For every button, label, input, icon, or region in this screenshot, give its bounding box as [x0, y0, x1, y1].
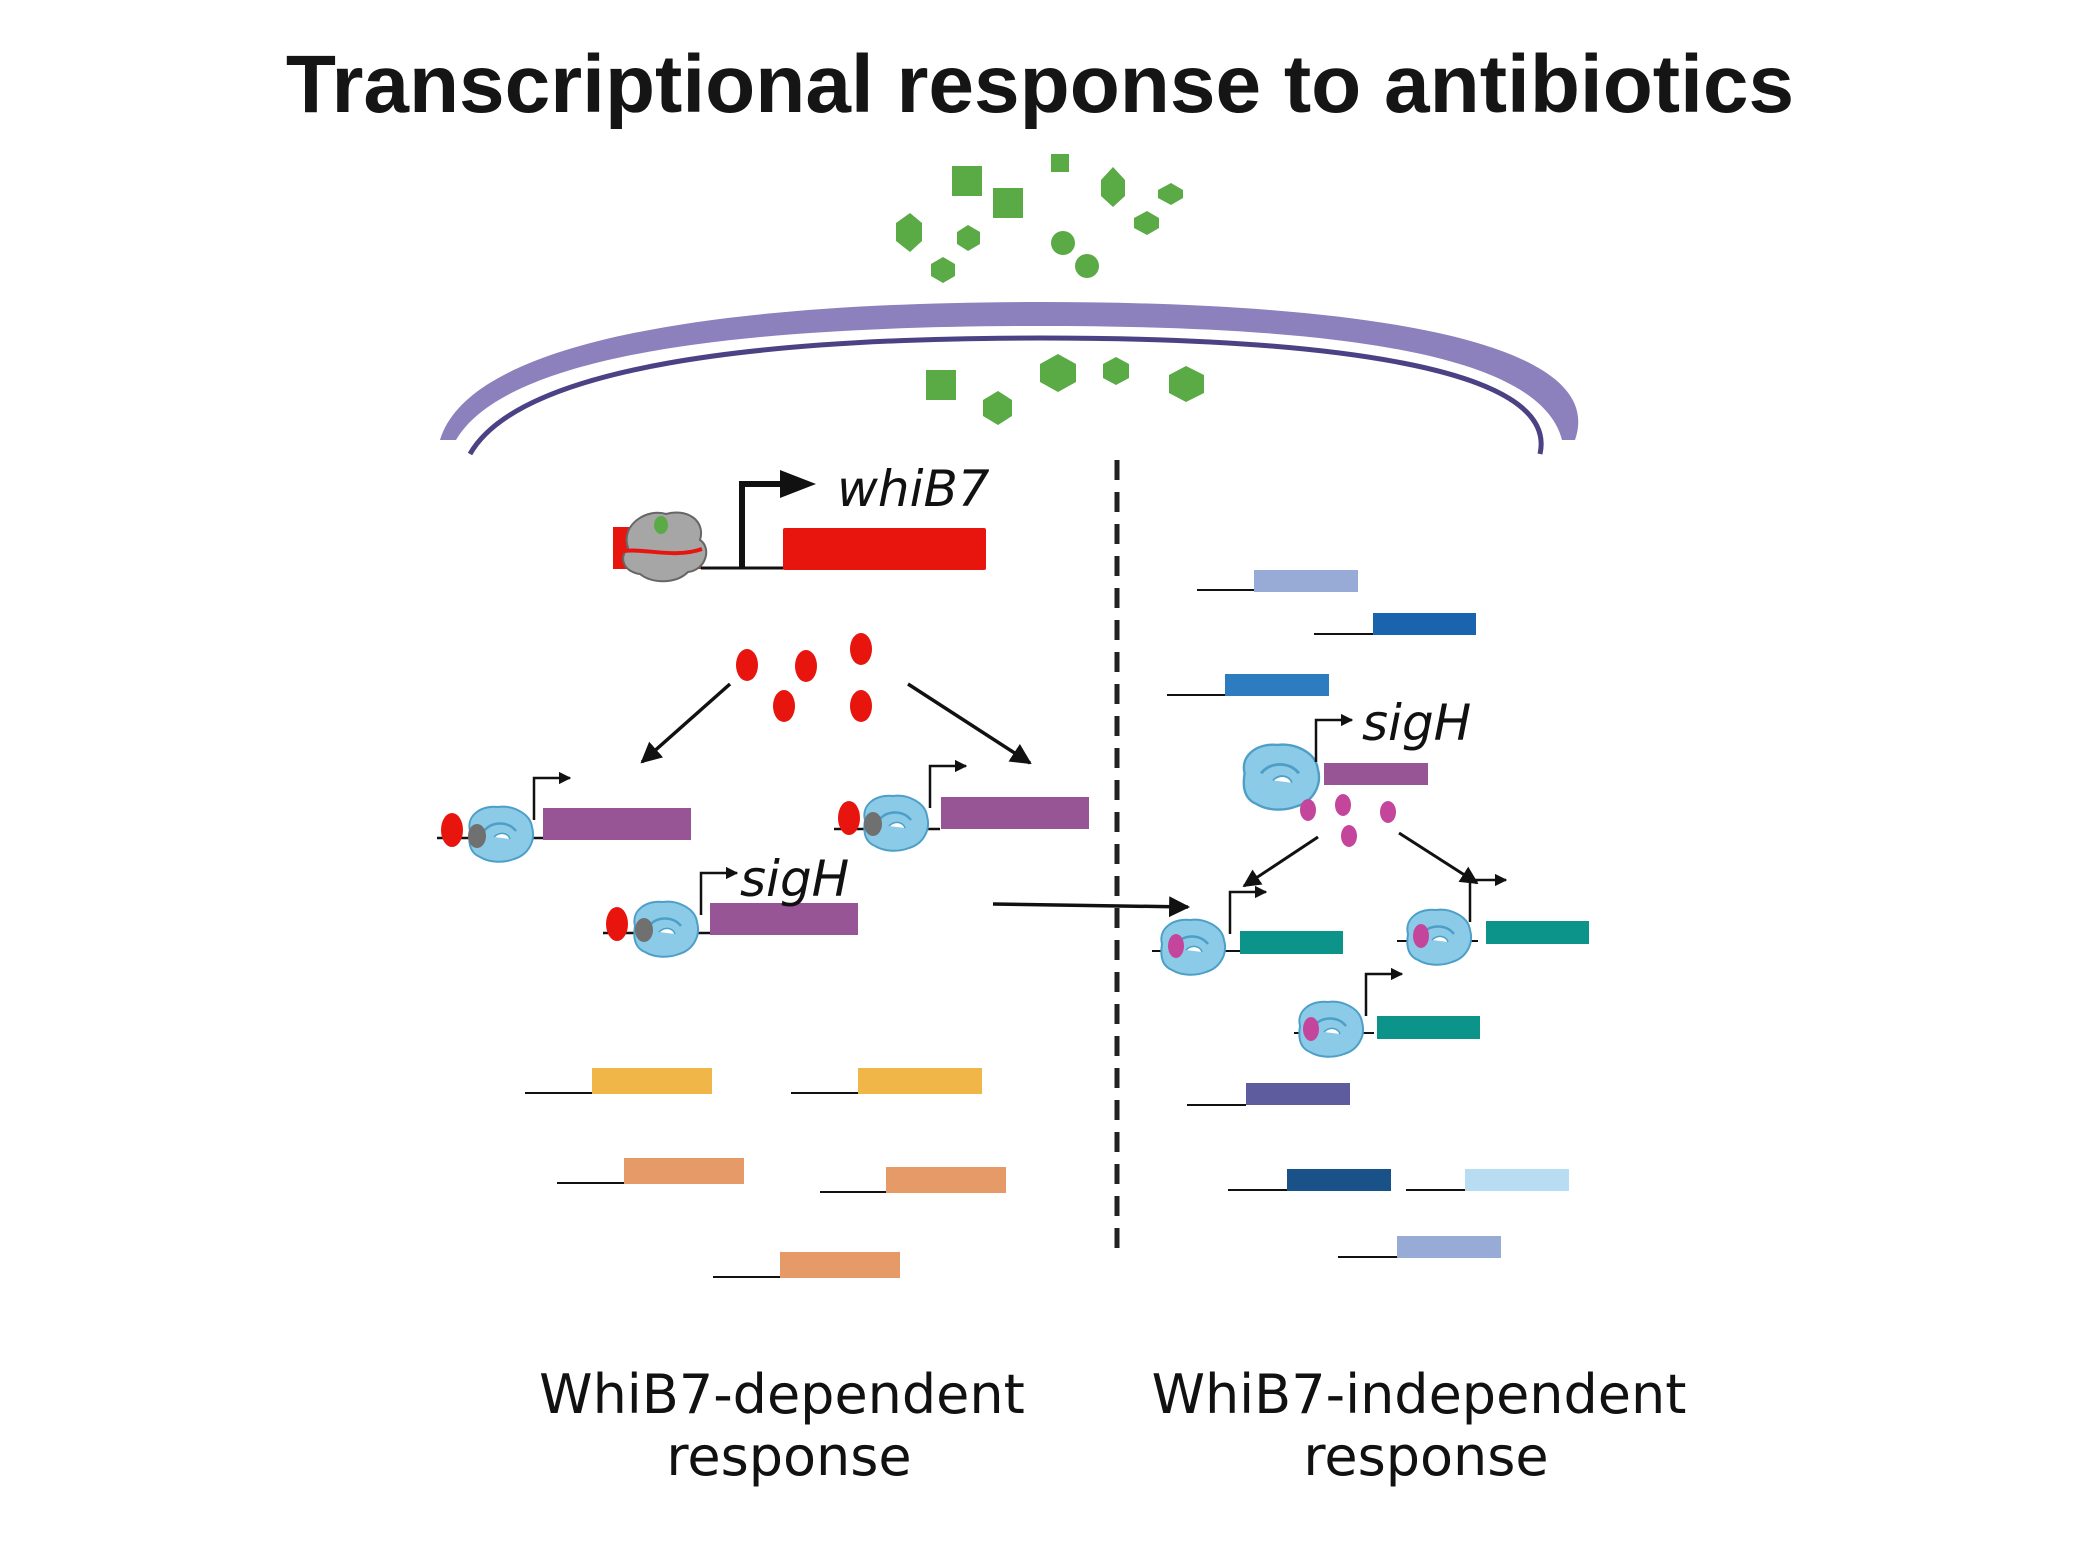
- antibiotic-hexagon: [896, 213, 922, 252]
- whiB7-locus: whiB7: [613, 460, 990, 583]
- gene-unit: [713, 1252, 900, 1278]
- sigH-protein: [1341, 825, 1357, 847]
- target-gene: [1377, 1016, 1480, 1039]
- gene-unit: [1187, 1083, 1350, 1106]
- whiB7-protein: [850, 690, 872, 722]
- page-title: Transcriptional response to antibiotics: [286, 39, 1794, 130]
- independent-caption-line2: response: [1303, 1425, 1548, 1488]
- whiB7-proteins: [736, 633, 872, 722]
- antibiotic-square: [926, 370, 956, 400]
- antibiotic-square: [993, 188, 1023, 218]
- sigH-label: sigH: [1362, 694, 1471, 752]
- antibiotic-hexagon: [1169, 366, 1204, 402]
- antibiotic-square: [1051, 154, 1069, 172]
- antibiotic-hexagon: [1103, 357, 1129, 385]
- antibiotic-hexagon: [931, 257, 955, 283]
- cell-membrane: [440, 302, 1579, 456]
- sigH-locus: sigH: [1242, 694, 1471, 812]
- whiB7-target-unit-1: [437, 778, 691, 864]
- gene-unit: [820, 1167, 1006, 1193]
- whiB7-protein: [795, 650, 817, 682]
- arrow-to-right-target: [907, 682, 1032, 765]
- promoter-arrow: [1230, 892, 1266, 934]
- antibiotic-square: [952, 166, 982, 196]
- sigH-protein: [1380, 801, 1396, 823]
- arrow-to-sigH-target-right: [1398, 831, 1479, 885]
- promoter-arrowhead: [780, 470, 816, 498]
- independent-caption-line1: WhiB7-independent: [1152, 1363, 1687, 1426]
- promoter-arrow: [739, 481, 782, 568]
- sigH-proteins: [1300, 794, 1396, 847]
- antibiotic-circle: [1075, 254, 1099, 278]
- whiB7-label: whiB7: [837, 460, 990, 518]
- intracellular-antibiotics: [926, 354, 1204, 425]
- sigH-target-unit-1: [1152, 892, 1343, 977]
- target-gene: [543, 808, 691, 840]
- antibiotic-hexagon: [983, 391, 1012, 425]
- whiB7-independent-genes: [1167, 570, 1569, 1258]
- target-gene: [1486, 921, 1589, 944]
- gene-unit: [1314, 613, 1476, 635]
- sigH-label: sigH: [740, 850, 849, 908]
- gene-unit: [1197, 570, 1358, 592]
- whiB7-target-unit-2: [834, 766, 1089, 853]
- arrow-to-sigH-regulon: [992, 896, 1191, 918]
- whiB7-gene: [783, 528, 986, 570]
- antibiotic-hexagon: [1158, 183, 1183, 205]
- sigH-gene: [710, 903, 858, 935]
- sigH-target-unit-3: [1294, 974, 1480, 1059]
- sigH-gene: [1324, 763, 1428, 785]
- gene-unit: [525, 1068, 712, 1094]
- gene-unit: [1338, 1236, 1501, 1258]
- whiB7-protein: [850, 633, 872, 665]
- gene-unit: [1406, 1169, 1569, 1191]
- antibiotic-circle: [1051, 231, 1075, 255]
- whiB7-dependent-genes: [525, 1068, 1006, 1278]
- gene-unit: [791, 1068, 982, 1094]
- arrow-to-sigH-target-left: [1242, 835, 1319, 888]
- whiB7-protein: [736, 649, 758, 681]
- target-gene: [1240, 931, 1343, 954]
- gene-unit: [557, 1158, 744, 1184]
- antibiotic-hexagon: [957, 225, 980, 251]
- sigH-protein: [1300, 799, 1316, 821]
- whiB7-protein: [773, 690, 795, 722]
- extracellular-antibiotics: [896, 154, 1183, 283]
- ribosome-icon: [613, 511, 708, 583]
- dependent-caption-line2: response: [666, 1425, 911, 1488]
- dependent-caption-line1: WhiB7-dependent: [539, 1363, 1025, 1426]
- sigH-target-unit-2: [1397, 880, 1589, 967]
- whiB7-sigH-unit: sigH: [603, 850, 858, 959]
- promoter-arrow: [1366, 974, 1402, 1016]
- arrow-to-left-target: [640, 682, 732, 764]
- antibiotic-hexagon: [1040, 354, 1076, 392]
- antibiotic-hexagon: [1134, 211, 1159, 235]
- sigH-protein: [1335, 794, 1351, 816]
- promoter-arrow: [1470, 880, 1506, 922]
- antibiotic-hexagon: [1101, 167, 1125, 207]
- gene-unit: [1167, 674, 1329, 696]
- promoter-arrow: [1316, 720, 1352, 762]
- gene-unit: [1228, 1169, 1391, 1191]
- target-gene: [941, 797, 1089, 829]
